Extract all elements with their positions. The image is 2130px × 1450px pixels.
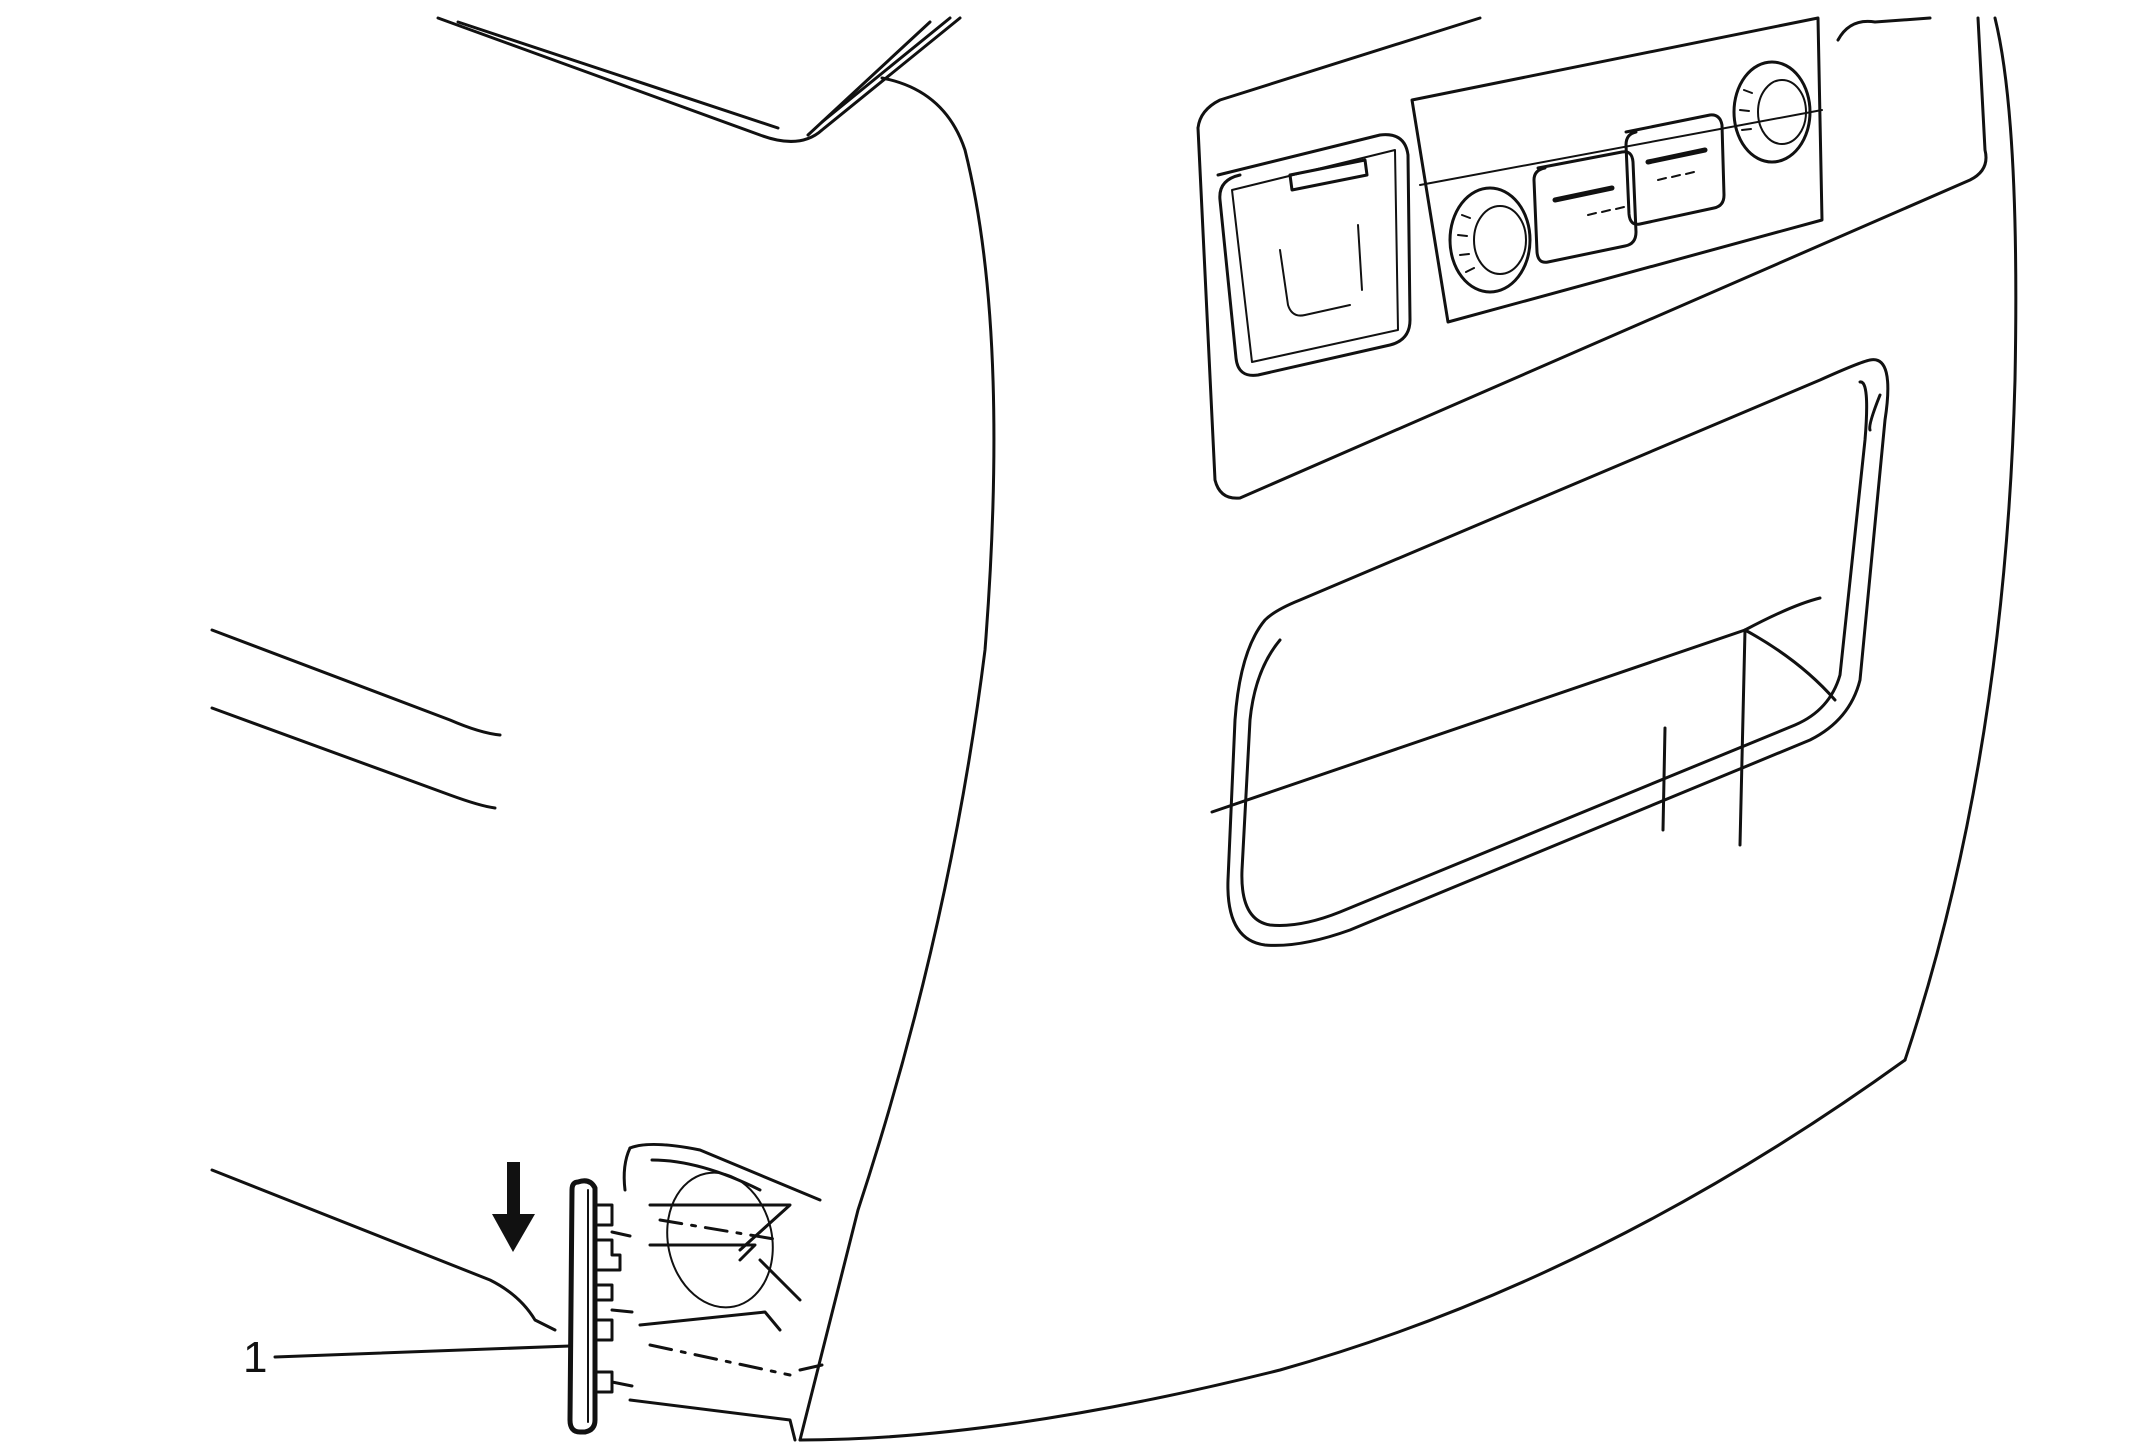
- climate-control-cluster: [1410, 16, 1824, 324]
- callout-1: 1: [243, 1333, 572, 1382]
- console-body: [436, 16, 2018, 1442]
- seat-cushion: [210, 628, 557, 1332]
- trim-panel: [567, 1178, 634, 1435]
- trim-cover-assembly: [622, 1142, 824, 1442]
- usb-port-left[interactable]: [1532, 150, 1638, 264]
- arrow-down-icon: [492, 1162, 535, 1252]
- usb-port-right[interactable]: [1624, 113, 1726, 226]
- power-outlet: [1216, 133, 1412, 377]
- right-knob: [1732, 60, 1812, 164]
- callout-number: 1: [243, 1333, 267, 1382]
- rear-control-panel: [1196, 16, 1988, 500]
- storage-bin: [1210, 358, 1890, 947]
- left-knob: [1448, 186, 1532, 294]
